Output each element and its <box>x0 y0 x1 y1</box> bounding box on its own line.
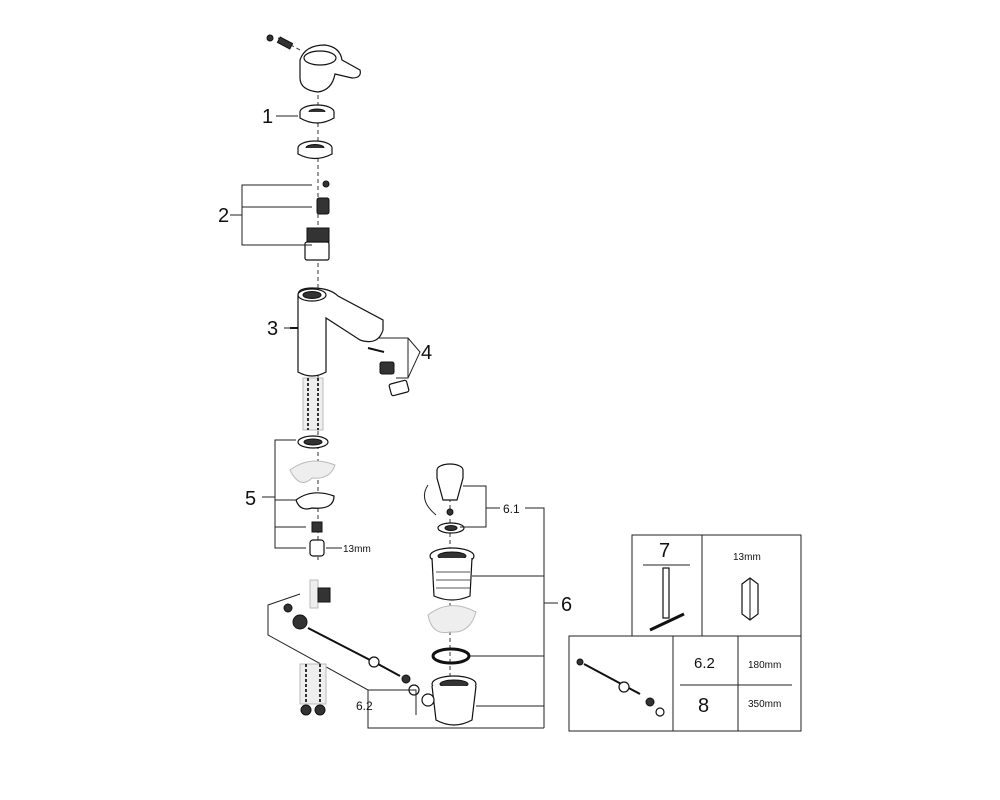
rod-bracket <box>267 593 417 715</box>
tool-table <box>631 534 802 637</box>
label-size-13mm: 13mm <box>343 544 371 555</box>
label-2: 2 <box>218 205 229 227</box>
part-6-1-plug-icon <box>423 463 465 534</box>
part-3-faucet-body-icon <box>290 287 384 377</box>
tool-size: 13mm <box>733 552 761 563</box>
nut-ring-icon <box>297 140 333 160</box>
label-4: 4 <box>421 342 432 364</box>
row1-length: 180mm <box>748 660 781 671</box>
grub-screw-icon <box>266 34 294 50</box>
label-6: 6 <box>561 594 572 616</box>
bracket-5 <box>274 439 306 549</box>
pop-up-rod-icon <box>283 579 420 696</box>
label-5: 5 <box>245 488 256 510</box>
label-1: 1 <box>262 106 273 128</box>
row2-code: 8 <box>698 695 709 717</box>
hex-socket-icon <box>741 577 759 621</box>
part-2-cartridge-icon <box>304 180 330 261</box>
o-ring-icon <box>431 647 471 665</box>
label-6-2: 6.2 <box>356 699 373 713</box>
part-4-aerator-icon <box>367 347 410 397</box>
part-5-mounting-set-icon <box>289 435 336 557</box>
drain-body-icon <box>429 547 475 601</box>
part-1-cap-icon <box>299 104 335 124</box>
bracket-6-1 <box>460 485 487 528</box>
rod-icon <box>576 658 665 717</box>
bracket-4 <box>378 337 421 379</box>
lever-handle-icon <box>299 44 361 93</box>
leader-6-2 <box>367 690 544 729</box>
row2-length: 350mm <box>748 699 781 710</box>
wrench-icon <box>649 567 685 632</box>
row1-code: 6.2 <box>694 655 715 672</box>
washer-ghost-icon <box>427 605 477 634</box>
tool-number: 7 <box>659 540 670 562</box>
bracket-6 <box>525 507 545 728</box>
label-6-1: 6.1 <box>503 502 520 516</box>
drain-flange-icon <box>421 675 477 726</box>
bracket-2 <box>241 184 312 246</box>
supply-hoses-icon <box>299 663 327 716</box>
label-3: 3 <box>267 318 278 340</box>
flex-hoses-icon <box>302 377 324 431</box>
length-table <box>568 635 802 732</box>
